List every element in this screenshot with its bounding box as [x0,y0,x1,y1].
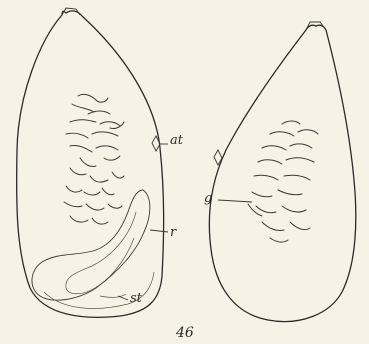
right-seed-channels [248,121,318,242]
left-seed-r-leader [150,230,168,232]
label-st: st [130,292,142,305]
left-seed-radicle-outline [32,190,150,300]
left-seed-channels [64,94,124,224]
right-seed-g-leader [218,200,252,202]
left-seed-st-leader [118,296,128,300]
left-seed [17,8,168,317]
label-r: r [170,226,176,239]
right-seed [209,22,355,322]
figure-number: 46 [176,326,194,340]
label-g: g [204,192,212,205]
label-at: at [170,134,183,147]
left-seed-st-fold [100,294,126,297]
left-seed-outline [17,11,164,317]
right-seed-outline [209,25,355,321]
